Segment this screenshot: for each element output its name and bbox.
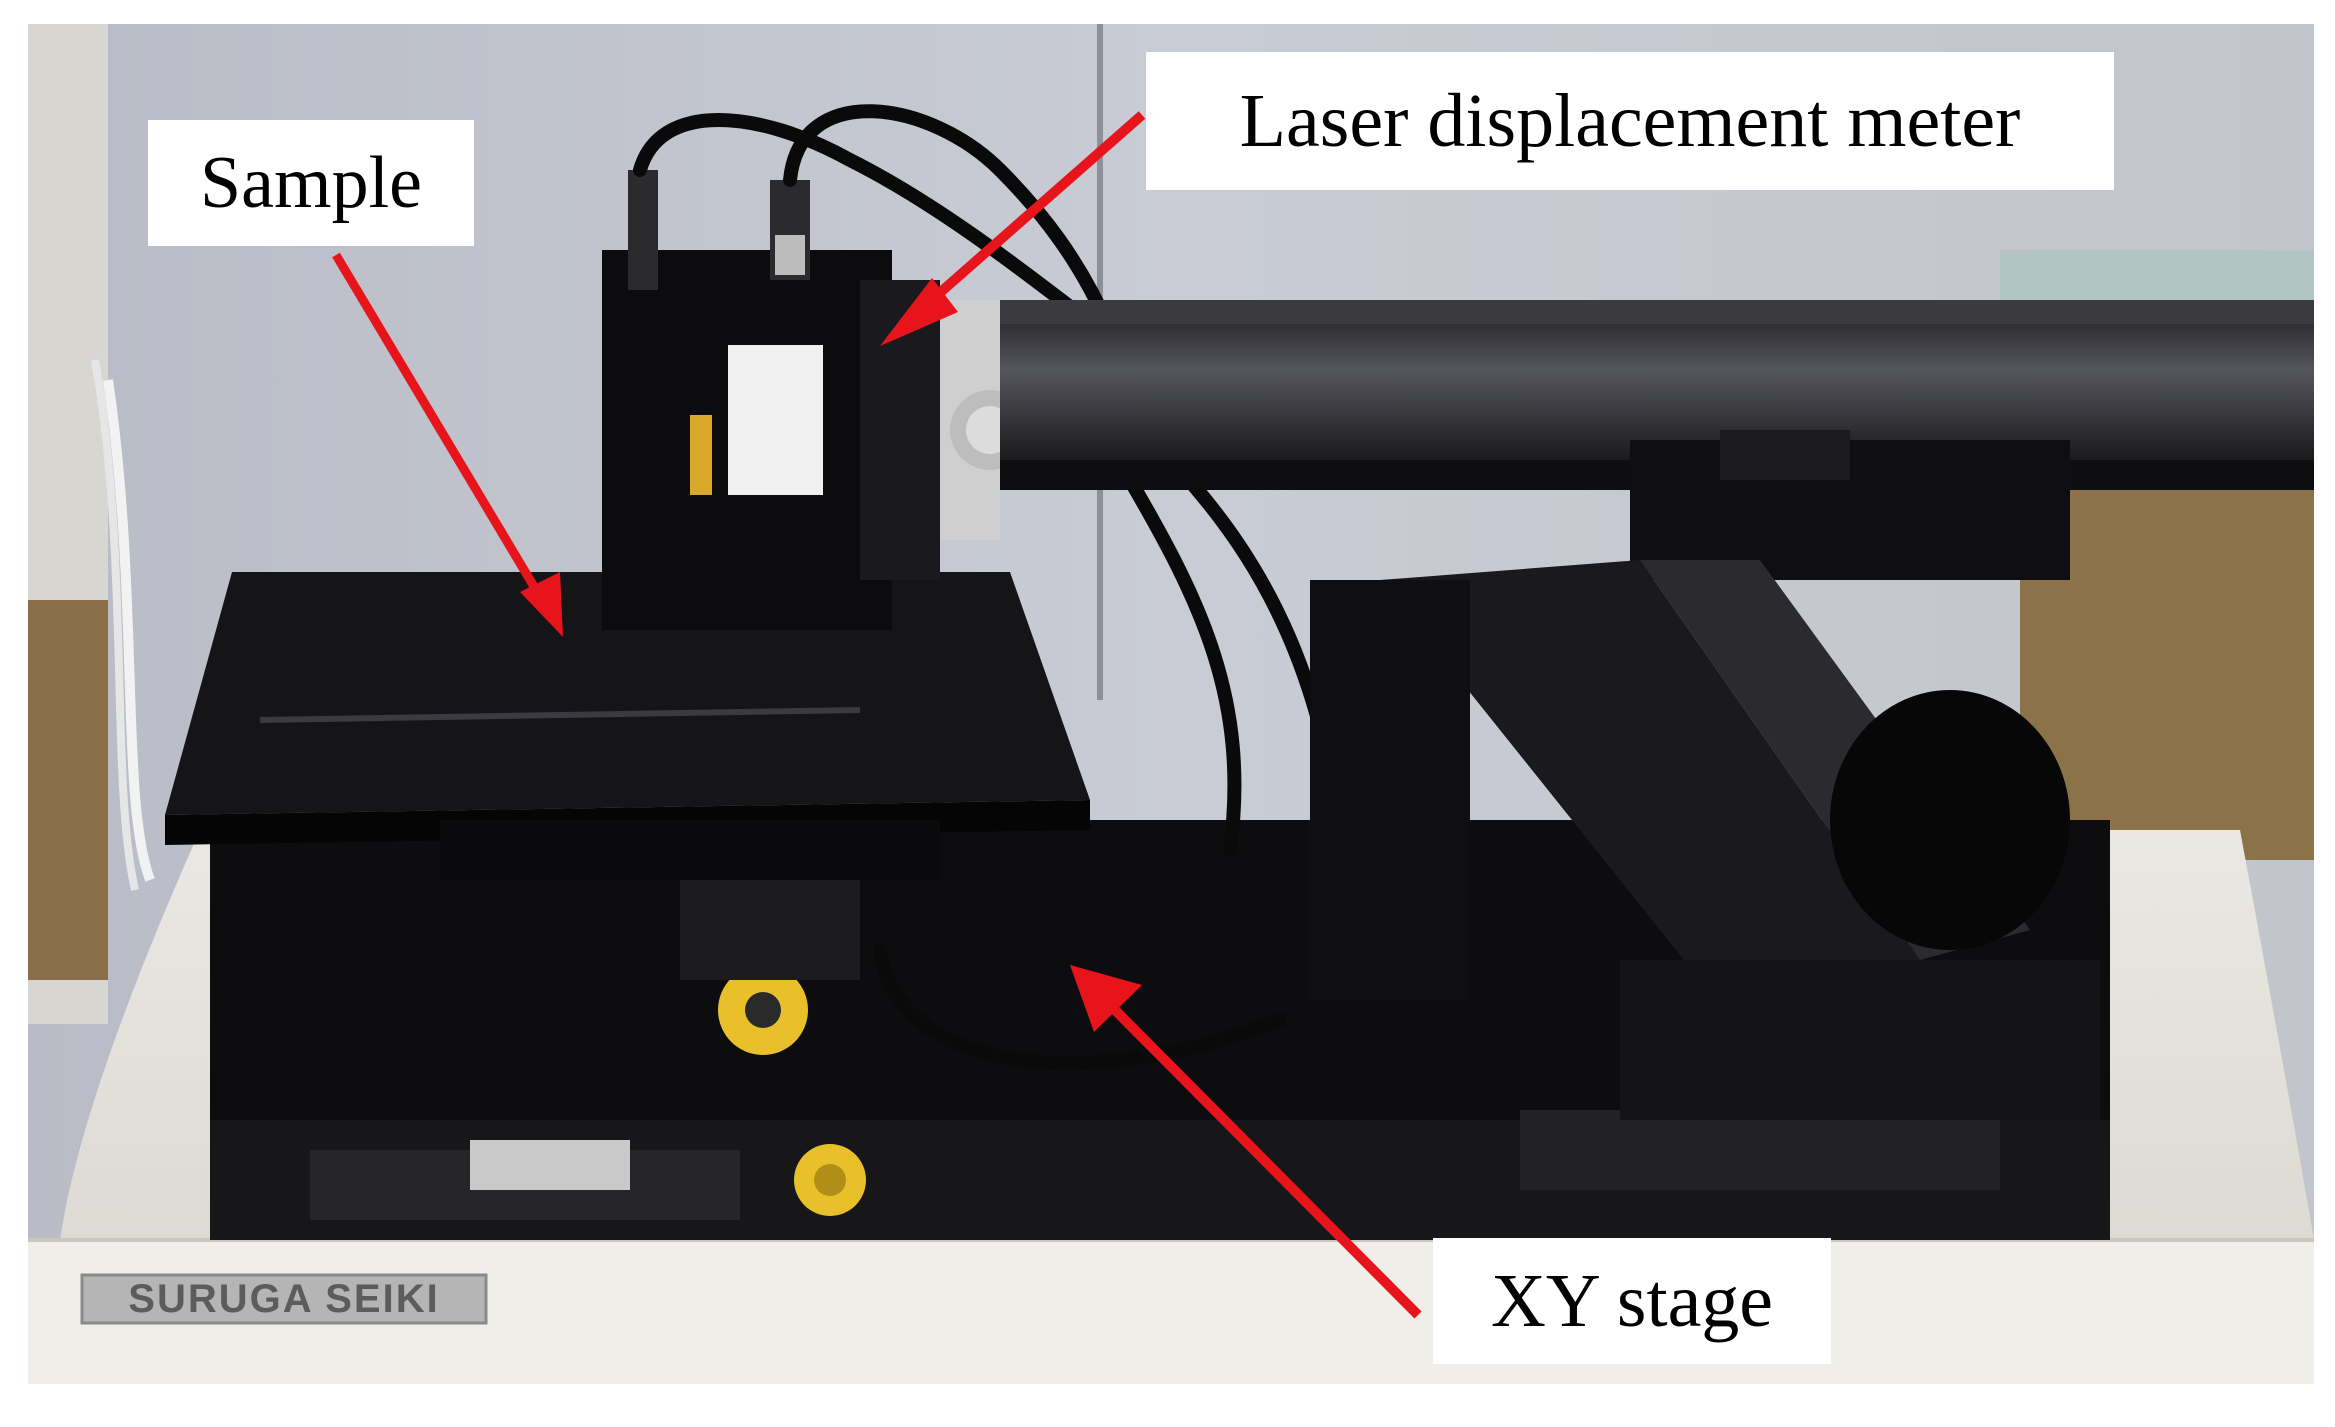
arrow-sample [332, 252, 549, 608]
brand-plate: SURUGA SEIKI [80, 1273, 488, 1325]
arrow-xy-stage [1106, 1001, 1422, 1319]
arrow-laser [914, 111, 1146, 316]
arrow-xy-stage-head [1070, 965, 1142, 1032]
sample-plate [165, 572, 1090, 880]
label-xy-stage: XY stage [1433, 1238, 1831, 1364]
arrows [332, 111, 1422, 1319]
rail-carriage [1310, 430, 2100, 1120]
label-sample: Sample [148, 120, 474, 246]
arrow-laser-head [880, 278, 958, 346]
label-laser-displacement-meter: Laser displacement meter [1146, 52, 2114, 190]
brand-plate-text: SURUGA SEIKI [128, 1277, 439, 1321]
arrow-sample-head [520, 572, 563, 637]
